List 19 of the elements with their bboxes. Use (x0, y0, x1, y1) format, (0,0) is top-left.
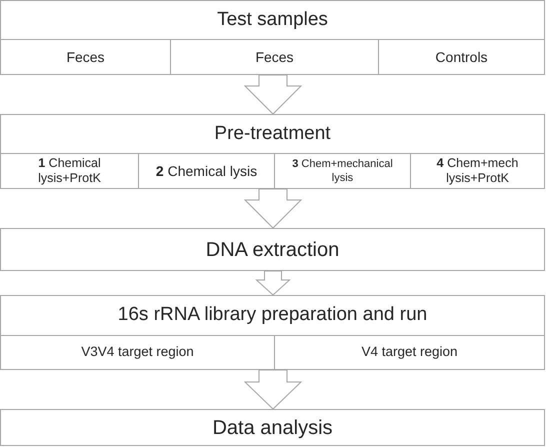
method-cell: 3 Chem+mechanical lysis (274, 153, 410, 188)
block-arrow (244, 74, 302, 115)
panel-heading: 16s rRNA library preparation and run (118, 303, 428, 328)
method-cell: Controls (378, 39, 544, 74)
panel-heading: Pre-treatment (214, 122, 331, 146)
process-box: Data analysis (0, 409, 545, 446)
process-box: DNA extraction (0, 228, 545, 271)
method-cell: 2 Chemical lysis (138, 153, 274, 188)
method-cell: 1 Chemical lysis+ProtK (1, 153, 138, 188)
panel-heading: Test samples (217, 8, 328, 32)
process-panel (0, 114, 545, 189)
block-arrow (255, 270, 291, 296)
method-cell: Feces (170, 39, 378, 74)
process-panel (0, 295, 545, 370)
block-arrow (244, 188, 302, 229)
method-cell: V4 target region (274, 335, 544, 369)
block-arrow (244, 370, 302, 410)
method-cell: 4 Chem+mech lysis+ProtK (410, 153, 544, 188)
process-panel (0, 0, 545, 75)
